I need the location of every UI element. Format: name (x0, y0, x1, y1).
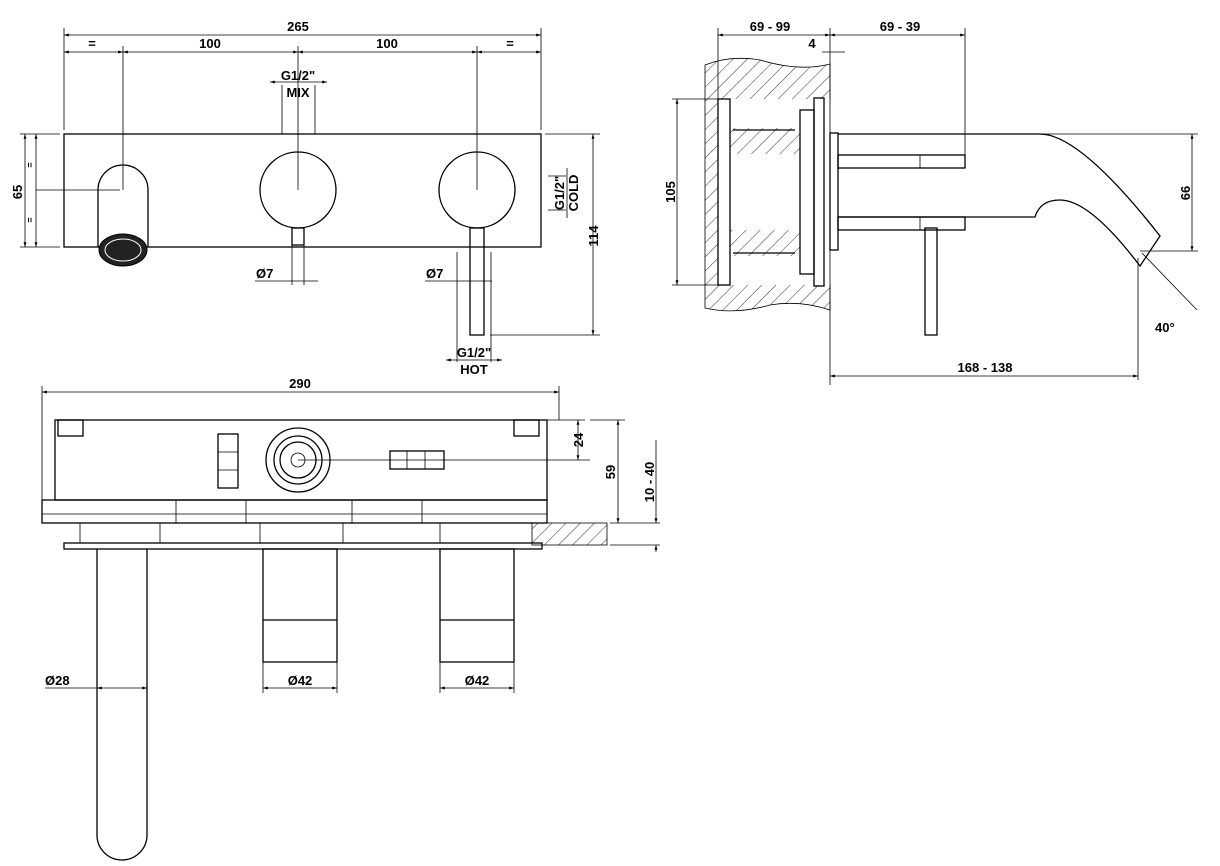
mix-handle-side (262, 548, 338, 663)
dim-handle-dia-2: Ø42 (465, 673, 490, 688)
front-plate (63, 542, 543, 550)
dim-projection: 69 - 39 (880, 19, 920, 34)
spout-profile (838, 133, 1161, 268)
hot-thread: G1/2" (457, 345, 491, 360)
spout-tube (96, 549, 148, 861)
dim-axis-depth: 24 (571, 432, 586, 447)
dim-spout-reach: 168 - 138 (958, 360, 1013, 375)
dim-height-left: 65 (10, 185, 25, 199)
dim-box-width: 290 (289, 376, 311, 391)
dim-adjust-range: 10 - 40 (642, 462, 657, 502)
dim-body-height: 105 (663, 181, 678, 203)
lever-dia-mix: Ø7 (256, 266, 273, 281)
dim-spacing-left: 100 (199, 36, 221, 51)
top-view: 290 24 59 10 - 40 Ø28 Ø42 Ø42 (41, 376, 660, 861)
mix-label: MIX (286, 85, 309, 100)
mounting-plate (41, 499, 548, 524)
dim-equal-lower: = (25, 217, 35, 222)
dim-left-equal: = (88, 36, 96, 51)
dim-wall-depth: 69 - 99 (750, 19, 790, 34)
cover-plate (63, 133, 542, 248)
dim-spout-height: 66 (1178, 186, 1193, 200)
mix-lever (291, 227, 305, 246)
dim-handle-dia-1: Ø42 (288, 673, 313, 688)
side-lever (924, 227, 938, 336)
hot-lever (469, 227, 485, 336)
dim-plate-thickness: 4 (808, 36, 816, 51)
dim-spout-dia: Ø28 (45, 673, 70, 688)
dim-box-depth: 59 (603, 465, 618, 479)
cold-label: COLD (566, 175, 581, 212)
hot-handle-side (439, 548, 515, 663)
mix-thread: G1/2" (281, 68, 315, 83)
dim-equal-upper: = (25, 162, 35, 167)
dim-overall-width: 265 (287, 19, 309, 34)
front-view: 265 = 100 100 = G1/2" MIX 65 = = G1 (10, 19, 601, 377)
dim-spacing-right: 100 (376, 36, 398, 51)
dim-right-equal: = (506, 36, 514, 51)
spout-outline (97, 164, 149, 247)
lever-dia-hot: Ø7 (426, 266, 443, 281)
side-view: 69 - 99 69 - 39 4 105 66 40° 168 - 138 (663, 19, 1198, 385)
dim-spout-angle: 40° (1155, 320, 1175, 335)
hot-label: HOT (460, 362, 488, 377)
cold-thread: G1/2" (552, 176, 567, 210)
dim-height-right: 114 (586, 225, 601, 247)
